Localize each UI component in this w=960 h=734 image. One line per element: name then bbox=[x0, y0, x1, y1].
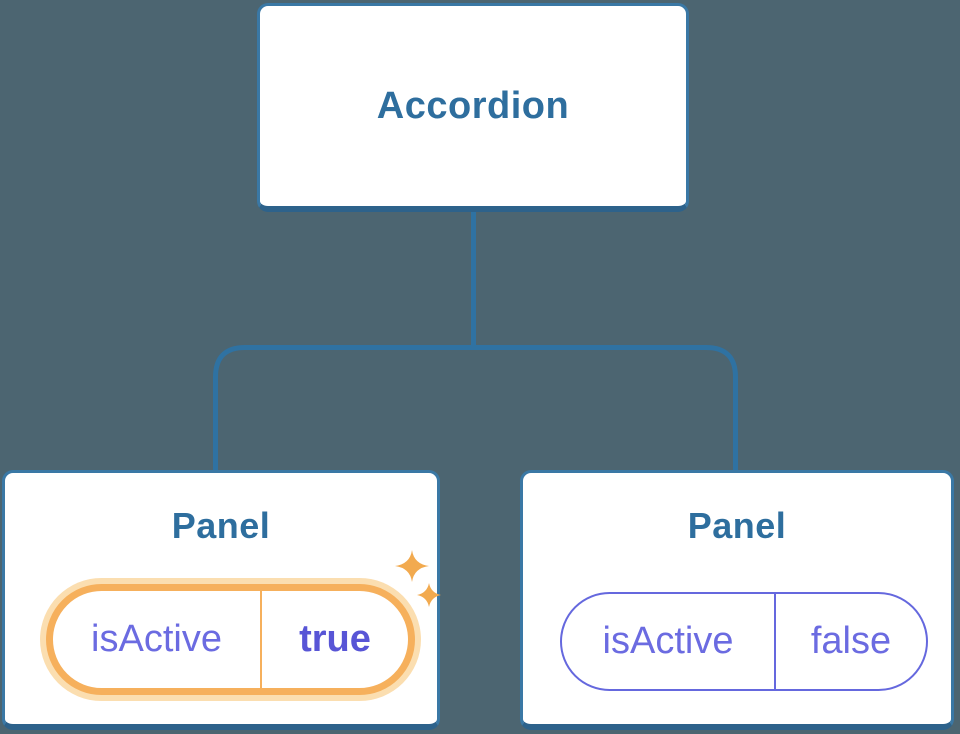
pill-divider bbox=[260, 591, 262, 688]
state-key-label: isActive bbox=[91, 618, 222, 660]
state-key-label: isActive bbox=[602, 620, 734, 662]
state-value-label: false bbox=[810, 620, 892, 662]
accordion-node-label: Accordion bbox=[376, 84, 570, 127]
panel-node-inactive: Panel isActive false bbox=[520, 470, 954, 730]
state-pill-inactive: isActive false bbox=[560, 592, 928, 691]
panel-node-active: Panel isActive true bbox=[2, 470, 441, 730]
sparkles-icon bbox=[395, 550, 441, 607]
panel-title: Panel bbox=[687, 505, 787, 546]
panel-title: Panel bbox=[171, 505, 271, 546]
accordion-node: Accordion bbox=[257, 3, 689, 212]
pill-divider bbox=[774, 594, 776, 689]
connector-branch bbox=[213, 345, 738, 474]
state-value-label: true bbox=[299, 618, 371, 660]
state-pill-active: isActive true bbox=[46, 584, 415, 695]
